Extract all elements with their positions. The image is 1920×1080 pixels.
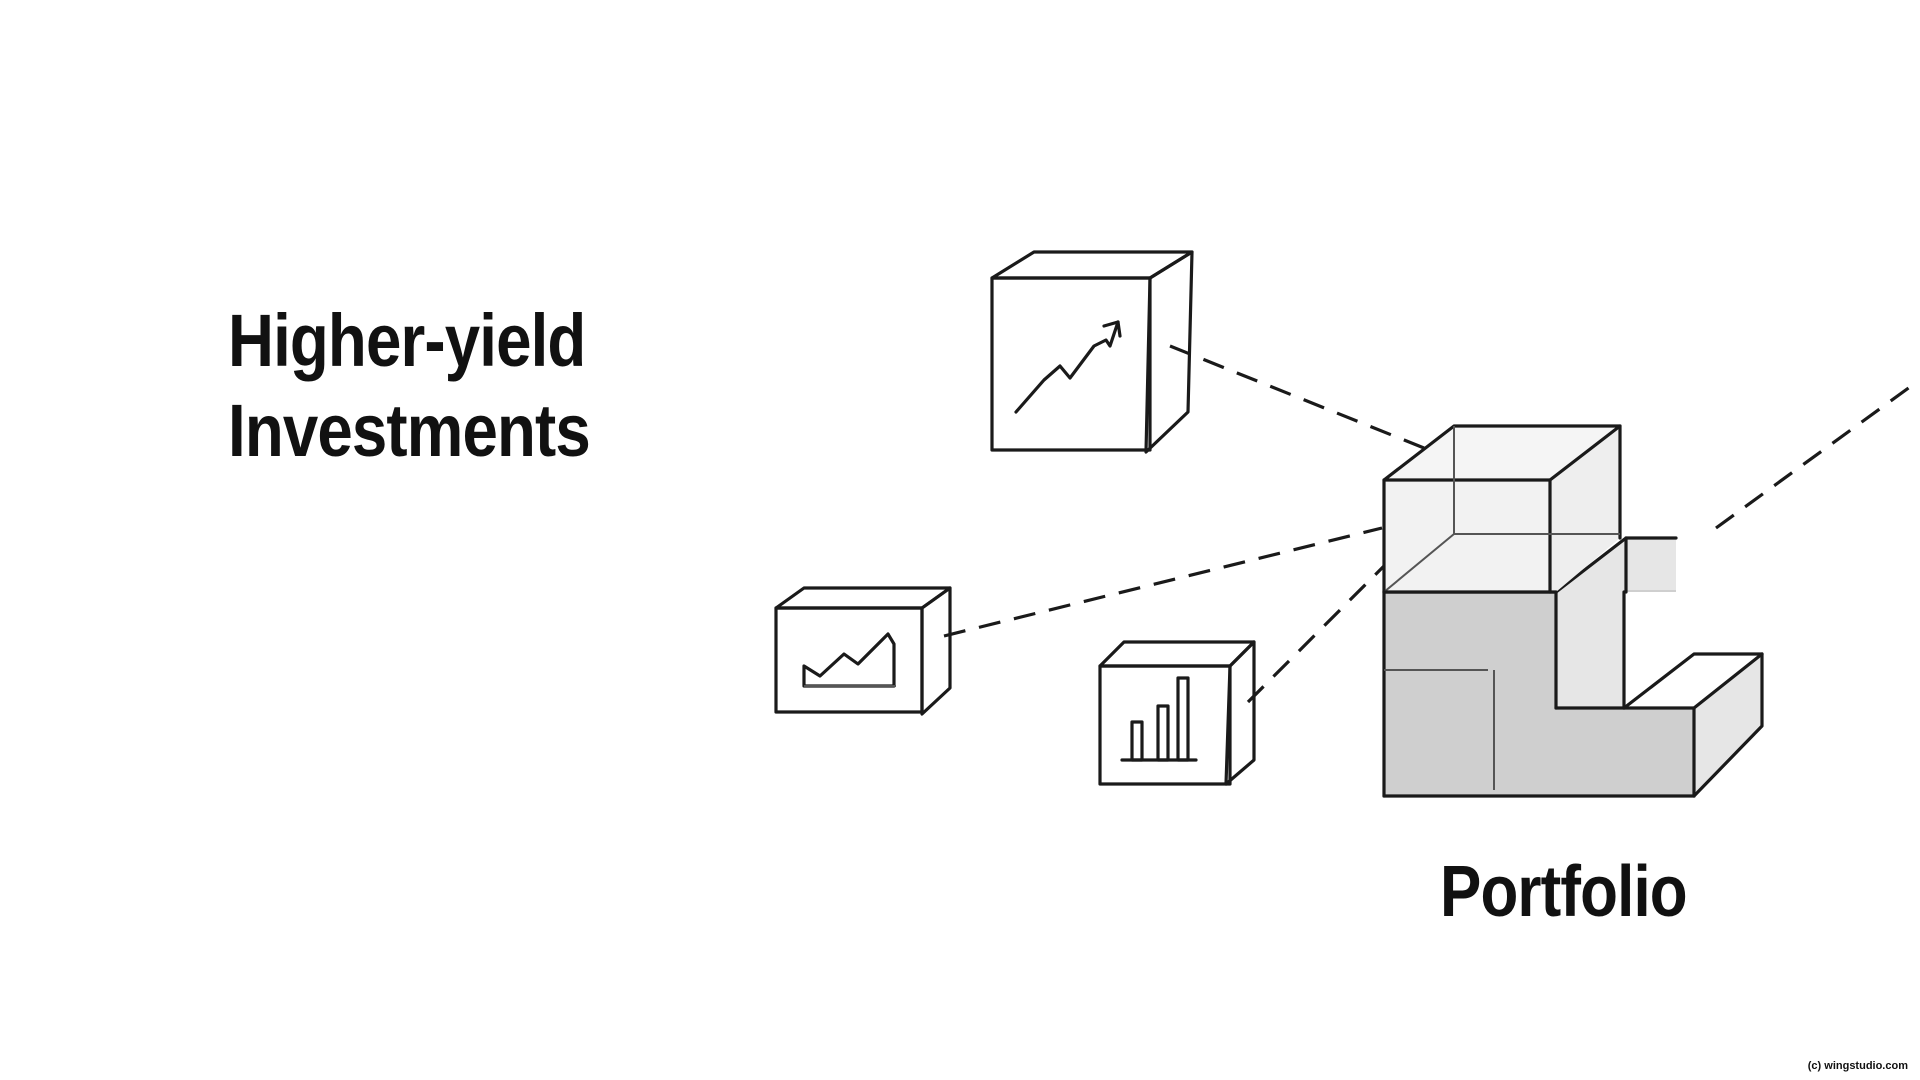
area-chart-icon bbox=[774, 586, 952, 716]
connector-left-cube bbox=[943, 526, 1383, 638]
copyright-credit: (c) wingstudio.com bbox=[1807, 1060, 1908, 1072]
connector-top-cube bbox=[1169, 344, 1425, 450]
connector-offscreen bbox=[1715, 382, 1915, 530]
investments-heading-line-1: Higher-yield bbox=[228, 299, 586, 382]
connector-lines bbox=[943, 344, 1915, 704]
trend-arrow-up-icon bbox=[990, 250, 1194, 454]
investments-heading: Higher-yield Investments bbox=[228, 296, 591, 476]
stepped-blocks-icon bbox=[1382, 424, 1764, 798]
connector-middle-cube bbox=[1246, 528, 1422, 704]
portfolio-label: Portfolio bbox=[1440, 852, 1688, 932]
bar-chart-icon bbox=[1098, 640, 1256, 786]
investments-heading-line-2: Investments bbox=[228, 389, 591, 472]
